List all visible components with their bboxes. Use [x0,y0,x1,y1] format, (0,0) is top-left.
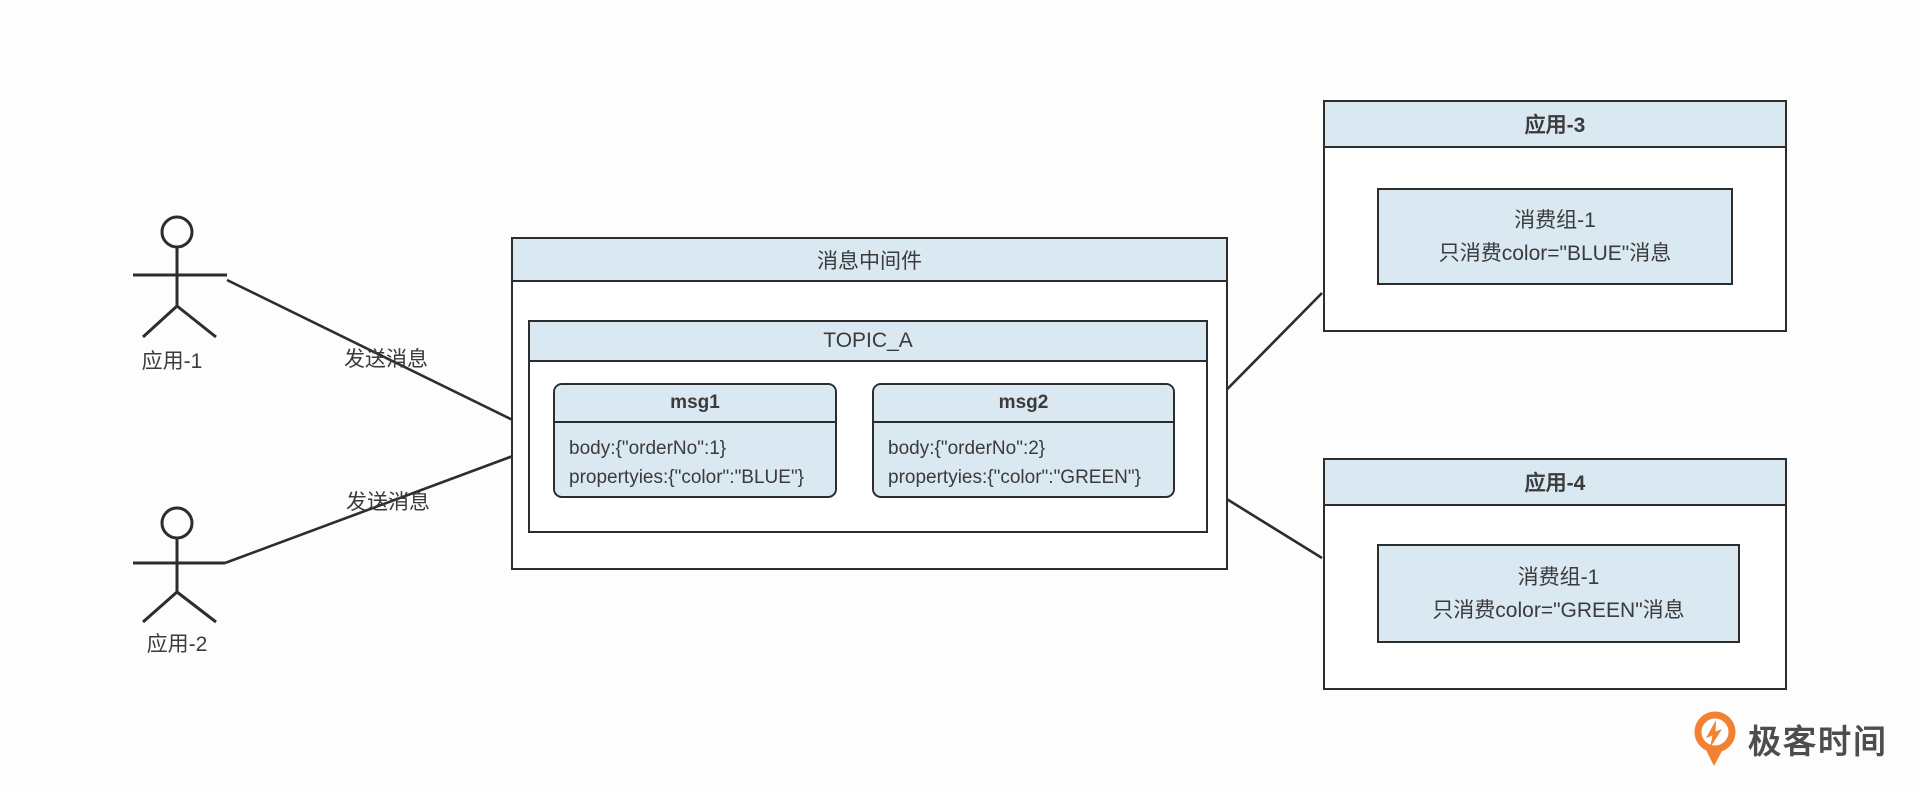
app3-group-rule: 只消费color="BLUE"消息 [1438,241,1672,265]
send-line-app2 [224,448,530,565]
msg1-title: msg1 [555,385,835,423]
actor-stick-figure-1 [133,215,227,339]
msg1-body-line1: body:{"orderNo":1} [569,438,727,459]
message-box-msg2: msg2 body:{"orderNo":2} propertyies:{"co… [872,383,1175,498]
msg2-body-line2: propertyies:{"color":"GREEN"} [888,467,1141,488]
send-label-1: 发送消息 [344,348,428,371]
topic-title: TOPIC_A [530,322,1206,362]
msg2-body-line1: body:{"orderNo":2} [888,438,1046,459]
actor-stick-figure-2 [133,506,225,624]
send-label-2: 发送消息 [346,491,430,514]
app3-title: 应用-3 [1325,102,1785,148]
app4-group-name: 消费组-1 [1517,565,1600,589]
send-line-app1 [226,278,530,430]
app3-group-name: 消费组-1 [1514,208,1596,232]
consumer-group-app3: 消费组-1 只消费color="BLUE"消息 [1377,188,1733,285]
actor-label-app1: 应用-1 [141,350,203,373]
geektime-logo-icon [1694,711,1736,766]
msg2-body: body:{"orderNo":2} propertyies:{"color":… [874,423,1173,492]
middleware-title: 消息中间件 [513,239,1226,282]
geektime-logo: 极客时间 [1692,706,1888,772]
msg1-body-line2: propertyies:{"color":"BLUE"} [569,467,805,488]
message-box-msg1: msg1 body:{"orderNo":1} propertyies:{"co… [553,383,837,498]
msg2-title: msg2 [874,385,1173,423]
msg1-body: body:{"orderNo":1} propertyies:{"color":… [555,423,835,492]
app4-group-rule: 只消费color="GREEN"消息 [1432,598,1685,622]
geektime-logo-text: 极客时间 [1748,723,1888,760]
consumer-group-app4: 消费组-1 只消费color="GREEN"消息 [1377,544,1740,643]
app4-title: 应用-4 [1325,460,1785,506]
actor-label-app2: 应用-2 [146,633,208,656]
